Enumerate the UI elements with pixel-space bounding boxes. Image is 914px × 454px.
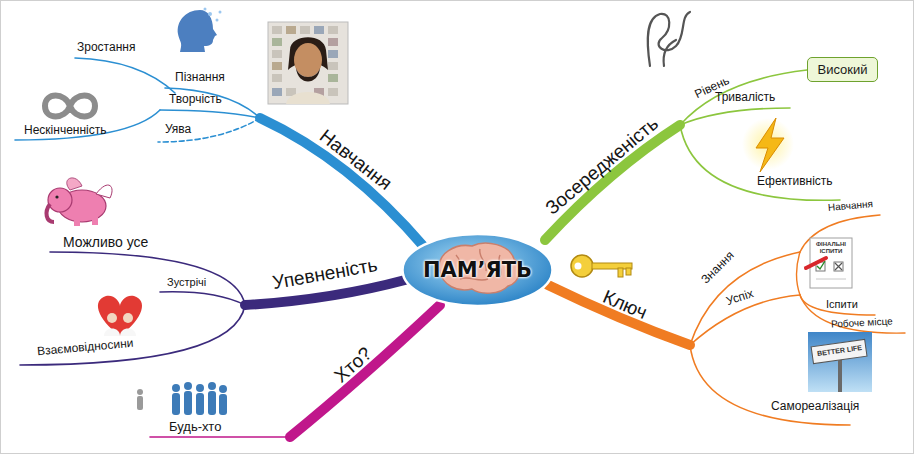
sub-branch-label: Ефективність xyxy=(757,175,833,189)
sub-branch-label: ФІНАЛЬНІ ІСПИТИ xyxy=(812,241,850,254)
sub-branch-label: Будь-хто xyxy=(169,420,221,435)
sub-branch-label: Самореалізація xyxy=(771,400,859,414)
sub-branch-label: Навчання xyxy=(828,198,874,213)
sub-branch-label: Можливо усе xyxy=(63,234,148,250)
sub-branch-label: Творчість xyxy=(169,93,222,107)
sub-branch-label: Взаємовідносини xyxy=(37,337,134,359)
central-ellipse: ПАМ’ЯТЬ xyxy=(400,231,555,309)
sub-branch-label: Робоче місце xyxy=(831,315,893,330)
central-title: ПАМ’ЯТЬ xyxy=(400,258,555,282)
value-box: Високий xyxy=(807,57,878,82)
sub-branch-label: Нескінченність xyxy=(24,124,106,138)
sub-branch-label: Пізнання xyxy=(175,71,225,85)
sub-branch-label: Зустрічі xyxy=(167,276,206,289)
sub-branch-label: Успіх xyxy=(725,287,756,309)
sub-branch-label: Знання xyxy=(699,249,737,287)
sub-branch-label: Іспити xyxy=(826,298,858,311)
box-text: Високий xyxy=(808,62,877,77)
branch-label: Зосередженість xyxy=(541,113,662,220)
sub-branch-label: Уява xyxy=(165,123,191,137)
sub-branch-label: Зростання xyxy=(77,41,135,55)
sub-branch-label: Тривалість xyxy=(715,91,775,105)
